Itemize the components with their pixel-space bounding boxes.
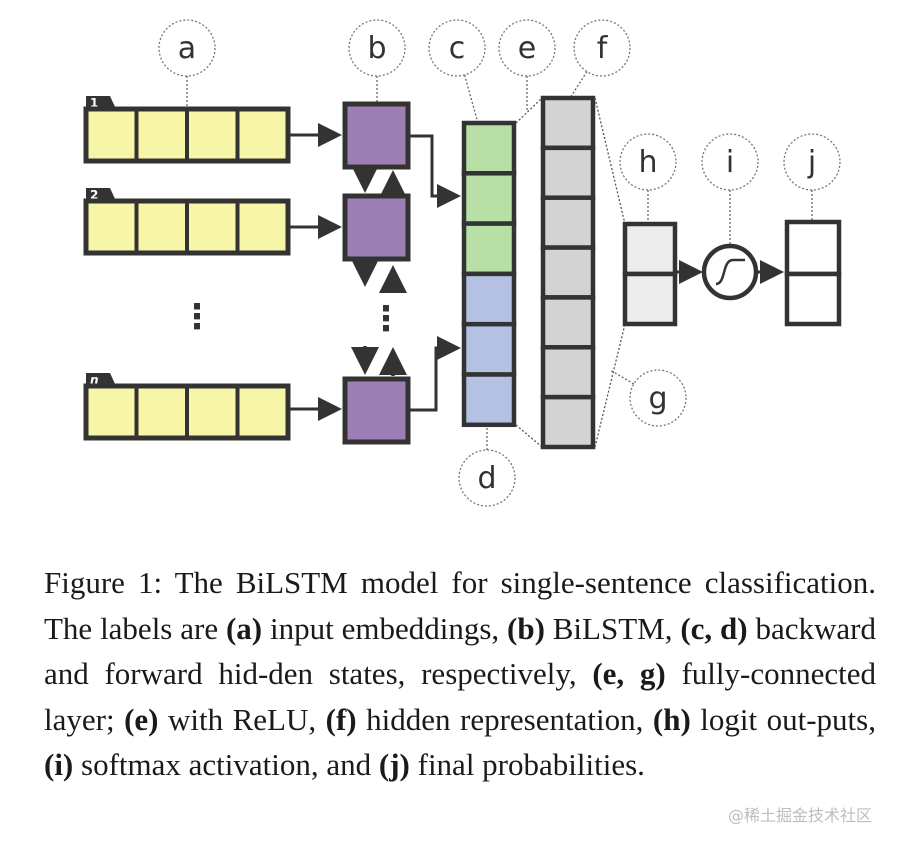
fully-connected-lines-g (594, 97, 626, 448)
bilstm-diagram: a b c e f h i j g d 1 2 n ⋮ (83, 19, 842, 507)
caption-text: backward and forward hid-den states, res… (44, 610, 876, 692)
figure-caption: Figure 1: The BiLSTM model for single-se… (44, 560, 876, 788)
label-circle-c (428, 19, 486, 77)
caption-label-ref: (h) (652, 701, 691, 737)
softmax-activation (701, 243, 759, 301)
label-text-b: b (367, 31, 386, 66)
bilstm-cell-2 (342, 193, 411, 262)
bilstm-cell-1 (342, 101, 411, 170)
caption-text: BiLSTM, (544, 610, 681, 646)
embedding-row-n: n (83, 373, 291, 441)
label-text-a: a (178, 31, 196, 66)
leader-line-g (609, 369, 635, 385)
label-circle-f (573, 19, 631, 77)
caption-label-ref: (i) (44, 747, 74, 782)
hidden-states (461, 120, 517, 428)
label-circle-h (619, 133, 677, 191)
bilstm-cell-n (342, 376, 411, 445)
caption-text: with ReLU, (158, 701, 326, 737)
final-probabilities (784, 219, 842, 327)
representation-cell (540, 145, 596, 200)
caption-label-ref: (f) (325, 701, 357, 737)
caption-text: input embeddings, (262, 610, 507, 646)
sequence-label-1: 1 (90, 96, 98, 110)
caption-text: fully-connected layer; (44, 656, 876, 737)
caption-label-ref: (c, d) (680, 610, 748, 646)
caption-text: logit out-puts, (690, 701, 876, 737)
bilstm-cells: ⋮ (342, 101, 411, 445)
caption-label-ref: (j) (378, 747, 410, 782)
representation-cell (540, 345, 596, 400)
representation-cell (540, 195, 596, 250)
caption-label-ref: (e) (124, 701, 159, 737)
label-text-d: d (477, 461, 496, 496)
fully-connected-lines-e (515, 97, 543, 448)
label-text-f: f (597, 31, 609, 66)
embedding-row-1: 1 (83, 96, 291, 164)
label-circle-e (498, 19, 556, 77)
representation-cell (540, 394, 596, 450)
sequence-label-2: 2 (90, 188, 98, 202)
bilstm-to-hidden-arrows (410, 134, 461, 412)
label-circle-j (783, 133, 841, 191)
embedding-to-bilstm-arrows (290, 123, 342, 421)
representation-cell (540, 245, 596, 300)
caption-label-ref: (b) (507, 610, 545, 646)
embedding-row-2: 2 (83, 188, 291, 256)
label-text-j: j (807, 145, 816, 180)
logit-outputs (622, 221, 678, 327)
label-circle-g (629, 369, 687, 427)
caption-text: final probabilities. (409, 747, 645, 782)
caption-label-ref: (e, g) (592, 656, 666, 691)
sigmoid-icon (715, 258, 745, 286)
leader-line-f (569, 71, 588, 99)
embedding-ellipsis: ⋮ (180, 297, 214, 337)
label-text-i: i (726, 145, 734, 180)
representation-cell (540, 95, 596, 151)
sequence-label-n: n (90, 373, 99, 387)
caption-text: softmax activation, and (73, 747, 379, 782)
label-circle-b (348, 19, 406, 77)
recurrent-arrows (351, 165, 407, 376)
caption-text: Figure 1: The BiLSTM model for single-se… (44, 565, 876, 646)
watermark: @稀土掘金技术社区 (728, 806, 873, 825)
leader-line-c (463, 74, 479, 124)
bilstm-ellipsis: ⋮ (369, 299, 403, 339)
label-text-g: g (648, 381, 667, 416)
caption-label-ref: (a) (225, 610, 263, 646)
label-circle-a (158, 19, 216, 77)
label-text-c: c (449, 31, 466, 66)
hidden-representation (540, 95, 596, 450)
input-embeddings: 1 2 n ⋮ (83, 96, 291, 441)
label-circles: a b c e f h i j g d (158, 19, 841, 507)
label-text-e: e (518, 31, 536, 66)
representation-cell (540, 295, 596, 350)
label-circle-d (458, 449, 516, 507)
caption-text: hidden representation, (356, 701, 653, 737)
label-circle-i (701, 133, 759, 191)
label-text-h: h (638, 145, 657, 180)
